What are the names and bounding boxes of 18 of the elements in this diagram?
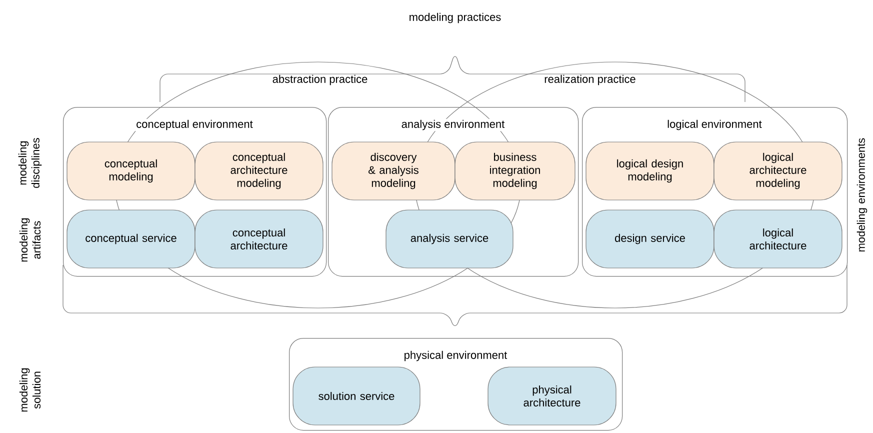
artifact-box: design service [586,210,714,268]
discipline-box: conceptual modeling [66,142,196,200]
discipline-box: conceptual architecture modeling [194,142,324,200]
artifact-box: analysis service [386,210,514,268]
axis-label: modeling environments [856,138,868,252]
brace-label: modeling practices [410,12,501,24]
artifact-box: physical architecture [488,366,616,426]
axis-label: modeling disciplines [18,138,42,188]
discipline-box: logical design modeling [586,142,714,200]
discipline-box: logical architecture modeling [714,142,842,200]
discipline-box: discovery & analysis modeling [332,142,456,200]
artifact-box: conceptual service [66,210,196,268]
artifact-box: conceptual architecture [194,210,324,268]
axis-label: modeling solution [19,368,41,412]
axis-label: modeling artifacts [19,218,41,262]
discipline-box: business integration modeling [454,142,576,200]
artifact-box: logical architecture [714,210,842,268]
artifact-box: solution service [292,366,420,426]
